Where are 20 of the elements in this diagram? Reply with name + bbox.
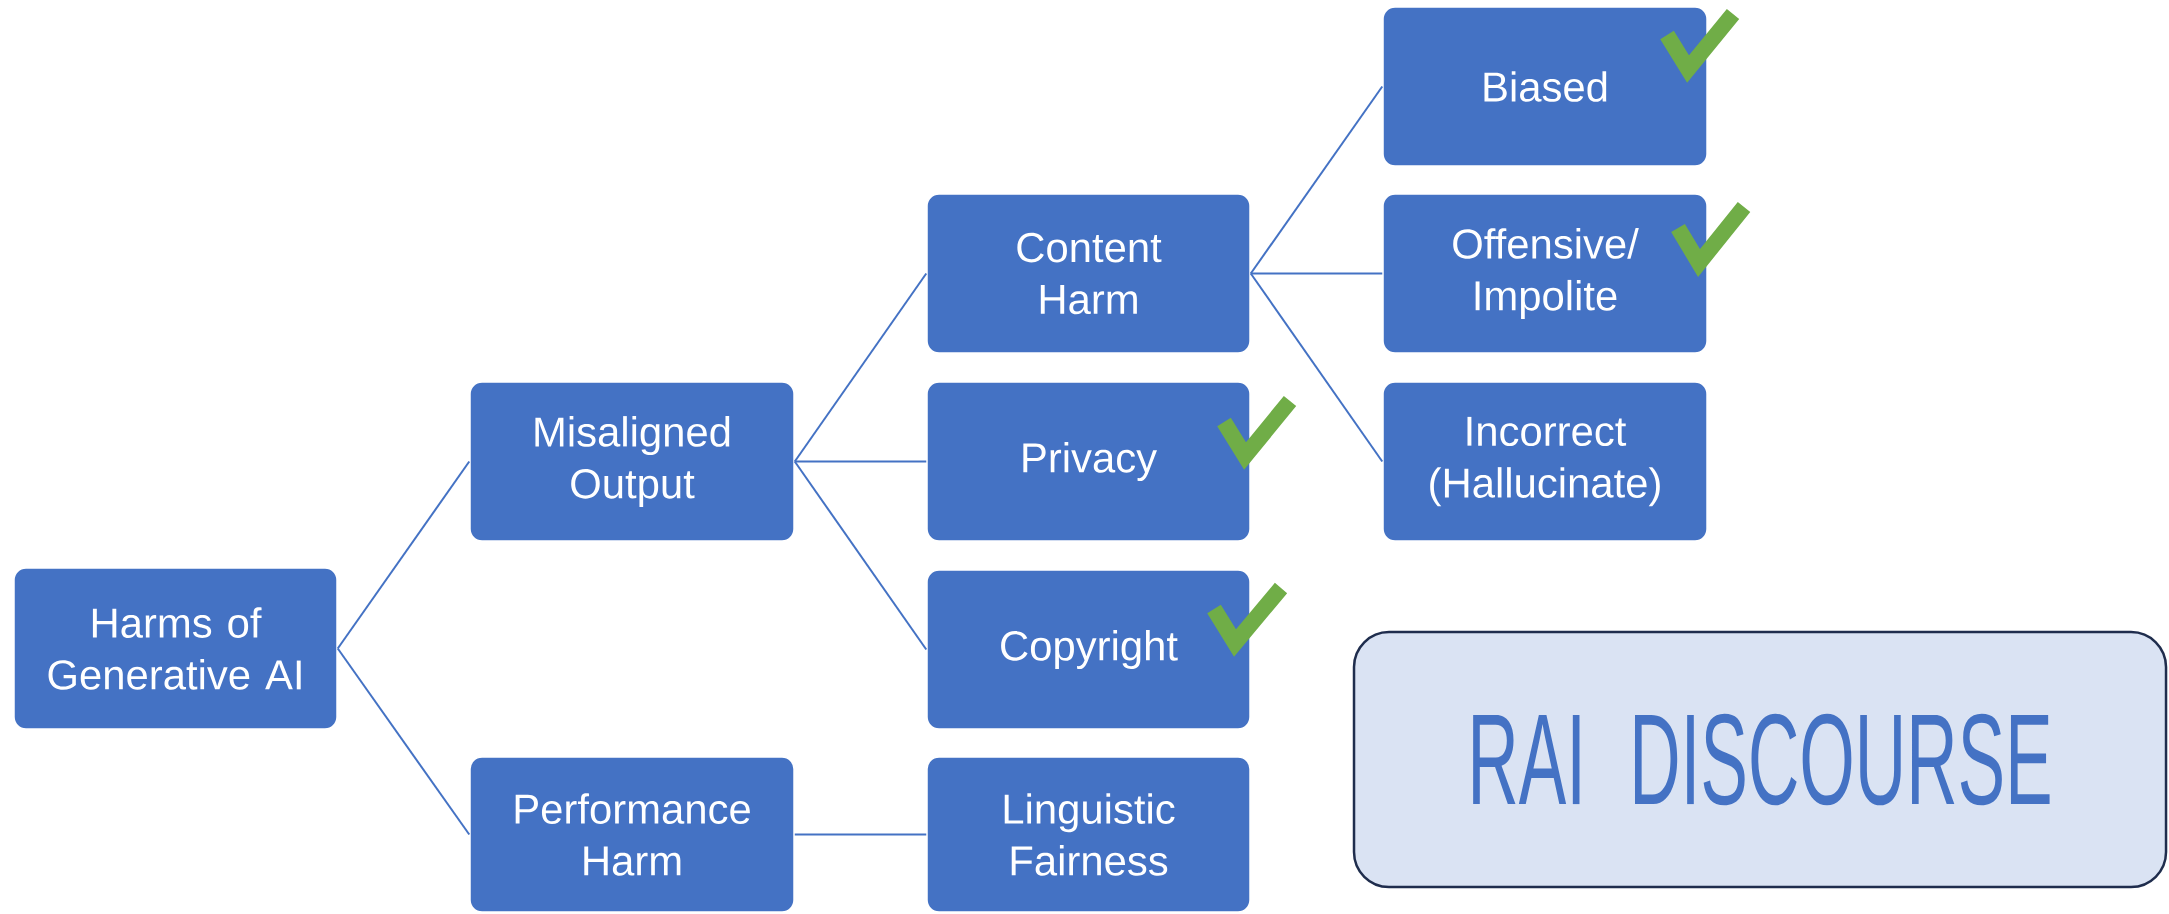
category-box: Harms of Generative AI	[13, 567, 338, 730]
category-box: Copyright	[926, 569, 1251, 730]
connector-line	[1249, 85, 1384, 275]
category-box: Misaligned Output	[469, 381, 795, 542]
category-box: Biased	[1382, 6, 1708, 167]
connector-line	[793, 272, 928, 463]
connector-line	[793, 460, 928, 463]
banner-box: RAI DISCOURSE	[1352, 630, 2168, 889]
category-box: Performance Harm	[469, 756, 795, 913]
connector-line	[793, 460, 928, 651]
connector-line	[1249, 272, 1384, 275]
connector-line	[336, 460, 471, 650]
category-box: Incorrect (Hallucinate)	[1382, 381, 1708, 542]
category-box: Linguistic Fairness	[926, 756, 1251, 913]
connector-line	[1249, 272, 1384, 463]
category-box: Privacy	[926, 381, 1251, 542]
connector-line	[793, 833, 928, 836]
connector-line	[336, 647, 471, 836]
category-box: Content Harm	[926, 193, 1251, 354]
category-box: Offensive/ Impolite	[1382, 193, 1708, 354]
